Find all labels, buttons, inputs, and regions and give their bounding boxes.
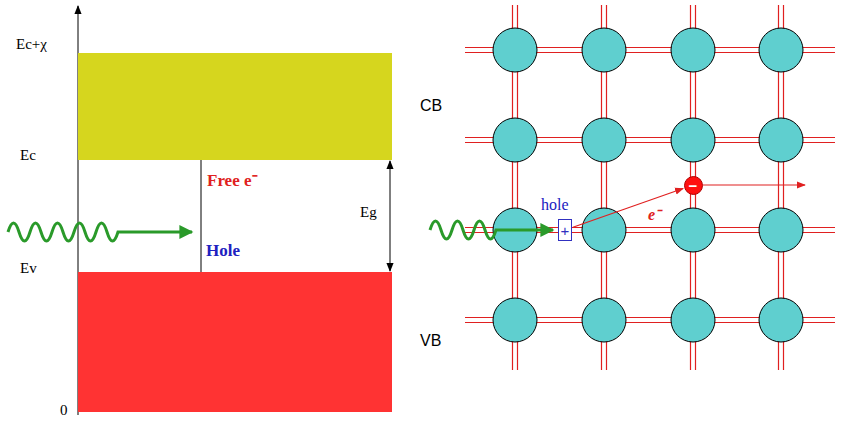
photon-wave <box>430 221 553 239</box>
electron-circle: − <box>684 176 703 195</box>
photon-wave <box>8 223 192 241</box>
hole-box: + <box>558 219 572 241</box>
carrier-sign: + <box>561 223 570 238</box>
hole-label: Hole <box>206 241 240 261</box>
electron-label: Free e⁻ <box>207 168 258 191</box>
carrier-sign: − <box>689 178 698 193</box>
conduction-band: CB <box>78 53 392 160</box>
electron-drift-arrow <box>703 184 805 185</box>
band-name: CB <box>420 98 442 114</box>
electron-label: e⁻ <box>648 203 660 225</box>
gap-arrow <box>390 161 391 271</box>
axis-origin-label: 0 <box>60 402 68 419</box>
gap-label: Eg <box>360 204 377 221</box>
lattice-bonds <box>465 5 835 370</box>
energy-level-label: Ec+χ <box>16 36 47 53</box>
energy-level-label: Ev <box>20 260 37 277</box>
band-name: VB <box>420 333 441 349</box>
valence-band: VB <box>78 272 392 412</box>
hole-label: hole <box>541 196 569 214</box>
carrier-arrow <box>573 188 683 227</box>
energy-level-label: Ec <box>20 147 36 164</box>
